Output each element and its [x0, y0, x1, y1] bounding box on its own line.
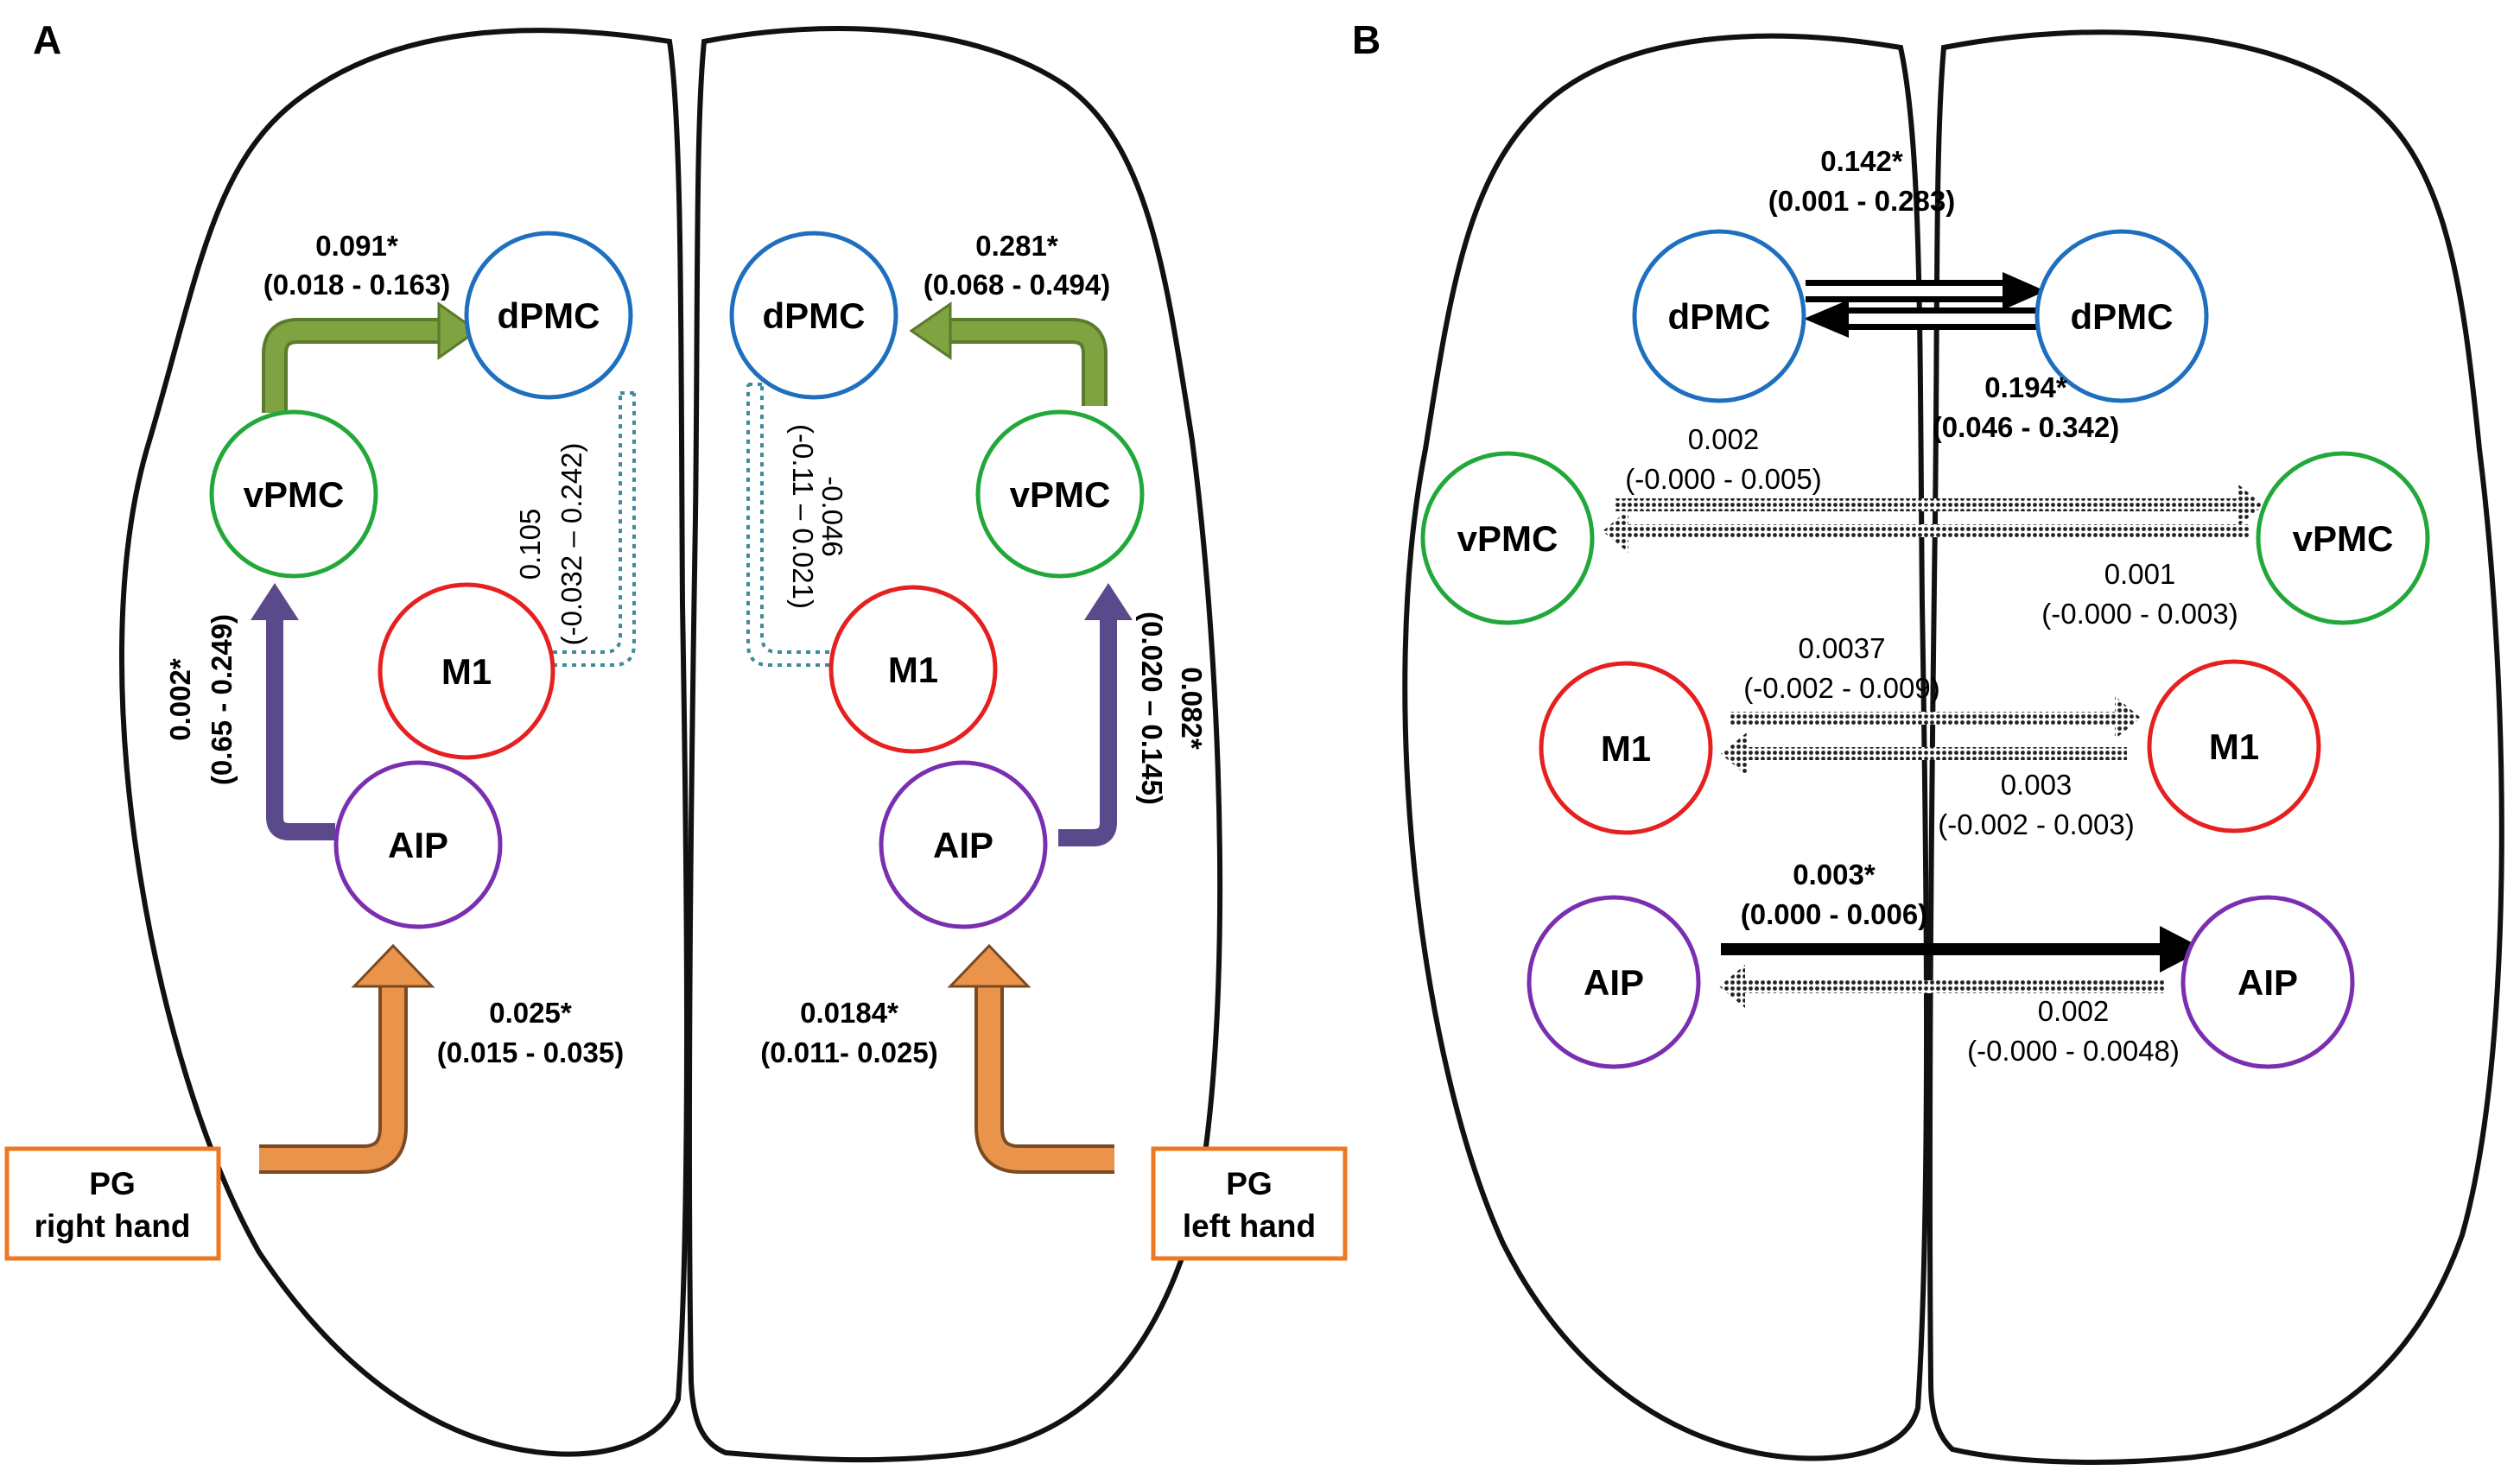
- node-m1-left-a-label: M1: [441, 651, 492, 692]
- edge-aip-rl-ci: (-0.000 - 0.0048): [1967, 1035, 2180, 1067]
- arrow-dpmc-rl: [1804, 300, 2046, 338]
- edge-m1-rl-ci: (-0.002 - 0.003): [1938, 808, 2134, 840]
- arrow-dpmc-lr: [1806, 272, 2046, 310]
- arrow-vpmc-lr: [1614, 484, 2263, 527]
- node-aip-left-b: AIP: [1527, 895, 1701, 1069]
- edge-m1-rl-value: 0.003: [2001, 769, 2072, 801]
- pg-left-hand-box: PG left hand: [1151, 1146, 1348, 1261]
- edge-vpmc-dpmc-left-ci: (0.018 - 0.163): [263, 269, 450, 301]
- node-aip-left-b-label: AIP: [1584, 962, 1644, 1003]
- pg-right-hand-line1: PG: [89, 1166, 135, 1201]
- pg-right-hand-box: PG right hand: [4, 1146, 221, 1261]
- node-vpmc-left-a: vPMC: [209, 409, 378, 579]
- node-dpmc-right-a-label: dPMC: [763, 295, 866, 336]
- node-dpmc-left-a: dPMC: [464, 231, 633, 400]
- edge-pg-aip-right-value: 0.0184*: [800, 997, 898, 1029]
- node-aip-right-b: AIP: [2180, 895, 2355, 1069]
- node-vpmc-right-a: vPMC: [975, 409, 1145, 579]
- node-m1-right-a-label: M1: [888, 650, 938, 690]
- edge-vpmc-lr-value: 0.002: [1688, 423, 1760, 455]
- node-dpmc-left-a-label: dPMC: [498, 295, 600, 336]
- edge-aip-lr-ci: (0.000 - 0.006): [1741, 898, 1927, 930]
- edge-aip-vpmc-left-ci: (0.65 - 0.249): [206, 614, 238, 785]
- node-m1-right-b: M1: [2147, 659, 2321, 833]
- edge-m1-dpmc-left-ci: (-0.032 – 0.242): [555, 443, 587, 646]
- node-m1-right-a: M1: [828, 585, 998, 754]
- node-aip-left-a-label: AIP: [388, 825, 448, 865]
- arrow-aip-lr: [1721, 926, 2205, 973]
- edge-aip-vpmc-left-value: 0.002*: [164, 658, 196, 741]
- arrow-m1-lr: [1730, 696, 2141, 739]
- node-dpmc-left-b-label: dPMC: [1668, 296, 1771, 337]
- node-vpmc-right-a-label: vPMC: [1010, 474, 1111, 515]
- node-dpmc-right-b-label: dPMC: [2071, 296, 2174, 337]
- green-arrow-vpmc-dpmc-right: [909, 301, 1108, 406]
- purple-arrow-aip-vpmc-left: [251, 583, 335, 840]
- node-vpmc-right-b-label: vPMC: [2293, 518, 2394, 559]
- edge-m1-dpmc-left-value: 0.105: [514, 509, 546, 580]
- node-dpmc-right-a: dPMC: [729, 231, 898, 400]
- edge-aip-rl-value: 0.002: [2038, 995, 2110, 1027]
- arrow-m1-rl: [1721, 732, 2127, 776]
- edge-vpmc-lr-ci: (-0.000 - 0.005): [1625, 463, 1821, 495]
- orange-arrow-pg-aip-right: [947, 943, 1114, 1174]
- node-aip-right-a: AIP: [879, 760, 1048, 929]
- edge-dpmc-lr-ci: (0.001 - 0.283): [1768, 185, 1955, 217]
- node-vpmc-right-b: vPMC: [2256, 451, 2430, 625]
- edge-pg-aip-right-ci: (0.011- 0.025): [760, 1036, 937, 1068]
- edge-dpmc-rl-ci: (0.046 - 0.342): [1933, 411, 2119, 443]
- pg-left-hand-line2: left hand: [1183, 1208, 1316, 1244]
- pg-right-hand-line2: right hand: [35, 1208, 191, 1244]
- edge-vpmc-rl-value: 0.001: [2104, 558, 2176, 590]
- edge-aip-lr-value: 0.003*: [1793, 859, 1876, 890]
- node-vpmc-left-b-label: vPMC: [1457, 518, 1558, 559]
- edge-vpmc-rl-ci: (-0.000 - 0.003): [2041, 598, 2238, 630]
- edge-vpmc-dpmc-right-ci: (0.068 - 0.494): [924, 269, 1110, 301]
- node-m1-left-b: M1: [1539, 661, 1713, 835]
- green-arrow-vpmc-dpmc-left: [262, 301, 479, 413]
- node-vpmc-left-b: vPMC: [1420, 451, 1595, 625]
- edge-m1-dpmc-right-value: -0.046: [816, 476, 848, 557]
- node-aip-right-b-label: AIP: [2238, 962, 2298, 1003]
- purple-arrow-aip-vpmc-right: [1058, 583, 1133, 846]
- node-dpmc-left-b: dPMC: [1632, 229, 1806, 403]
- edge-dpmc-lr-value: 0.142*: [1820, 145, 1903, 177]
- edge-vpmc-dpmc-left-value: 0.091*: [315, 230, 398, 262]
- node-vpmc-left-a-label: vPMC: [244, 474, 345, 515]
- orange-arrow-pg-aip-left: [259, 943, 435, 1174]
- edge-m1-dpmc-right-ci: (-0.11 – 0.021): [787, 424, 819, 609]
- pg-left-hand-line1: PG: [1226, 1166, 1272, 1201]
- node-aip-right-a-label: AIP: [933, 825, 993, 865]
- node-dpmc-right-b: dPMC: [2034, 229, 2209, 403]
- dotted-arrow-m1-dpmc-right: [746, 383, 829, 667]
- edge-aip-vpmc-right-ci: (0.020 – 0.145): [1136, 612, 1168, 805]
- edge-m1-lr-value: 0.0037: [1799, 632, 1886, 664]
- arrow-vpmc-rl: [1603, 510, 2250, 553]
- node-m1-right-b-label: M1: [2209, 726, 2259, 767]
- node-m1-left-b-label: M1: [1601, 728, 1651, 769]
- node-m1-left-a: M1: [378, 582, 555, 760]
- panel-b-label: B: [1352, 17, 1381, 62]
- edge-dpmc-rl-value: 0.194*: [1984, 371, 2067, 403]
- edge-m1-lr-ci: (-0.002 - 0.009): [1743, 672, 1939, 704]
- arrow-aip-rl: [1719, 965, 2164, 1008]
- panel-a-label: A: [33, 17, 61, 62]
- edge-aip-vpmc-right-value: 0.082*: [1176, 667, 1208, 750]
- node-aip-left-a: AIP: [333, 760, 503, 929]
- edge-pg-aip-left-value: 0.025*: [489, 997, 572, 1029]
- edge-pg-aip-left-ci: (0.015 - 0.035): [437, 1036, 624, 1068]
- edge-vpmc-dpmc-right-value: 0.281*: [975, 230, 1058, 262]
- dotted-arrow-m1-dpmc-left: [553, 391, 636, 667]
